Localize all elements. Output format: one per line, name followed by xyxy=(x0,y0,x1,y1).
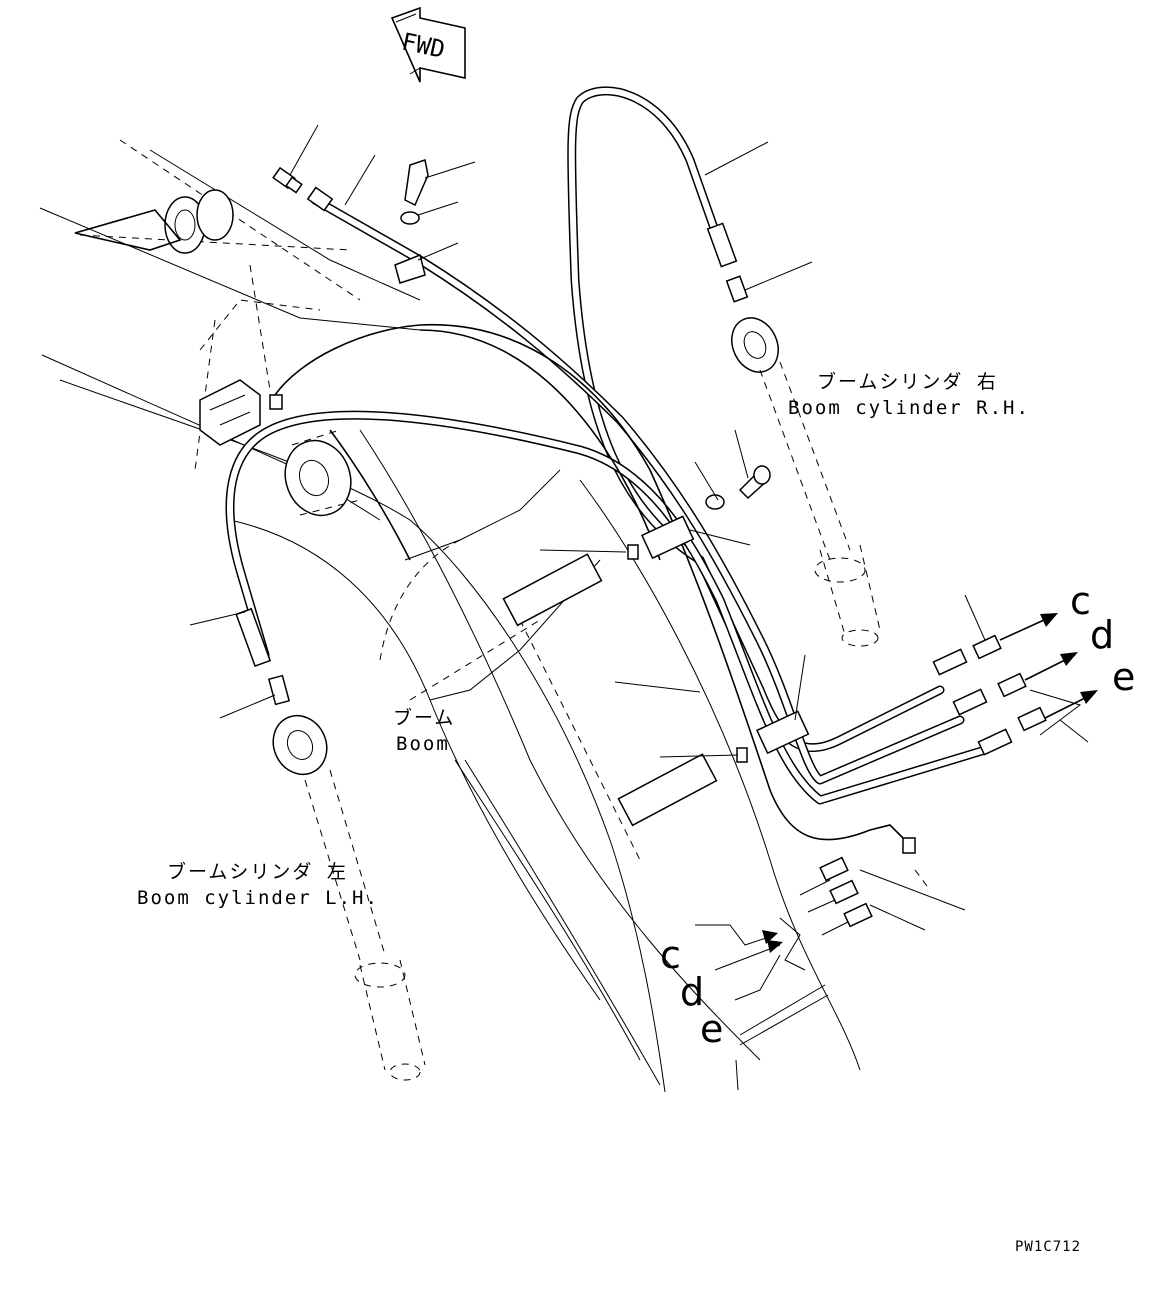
boom-label-en: Boom xyxy=(396,733,450,755)
sensor-box xyxy=(199,379,283,446)
leader-lines xyxy=(189,124,1089,931)
conn-left-e: e xyxy=(700,1007,723,1051)
boom-cylinder-rh-label-jp: ブームシリンダ 右 xyxy=(817,370,998,393)
boom-cylinder-rh-label-en: Boom cylinder R.H. xyxy=(788,397,1030,419)
hose-rh-cylinder xyxy=(567,86,945,753)
conn-right-e: e xyxy=(1112,655,1135,699)
connection-arrows-left xyxy=(695,869,931,1001)
boom-cylinder-lh xyxy=(272,714,426,1081)
boom-cylinder-pin-boss xyxy=(284,429,361,517)
conn-left-c: c xyxy=(660,933,681,977)
conn-right-c: c xyxy=(1070,579,1091,623)
conn-right-d: d xyxy=(1090,613,1114,657)
boom-cylinder-lh-label-jp: ブームシリンダ 左 xyxy=(167,860,348,883)
boom-cylinder-rh xyxy=(731,317,881,647)
fwd-arrow-sign: FWD xyxy=(390,6,466,83)
fwd-label: FWD xyxy=(399,27,447,63)
fittings xyxy=(235,159,1047,928)
boom-foot-pin-boss xyxy=(74,189,234,254)
boom-label-jp: ブーム xyxy=(393,706,455,729)
connection-arrows-right xyxy=(999,613,1098,736)
drawing-code: PW1C712 xyxy=(1015,1239,1081,1255)
thin-tube xyxy=(274,323,906,841)
hose-top-pipe xyxy=(310,195,965,785)
hose-lh-cylinder xyxy=(225,410,990,805)
boom-cylinder-lh-label-en: Boom cylinder L.H. xyxy=(137,887,379,909)
conn-left-d: d xyxy=(680,970,704,1014)
